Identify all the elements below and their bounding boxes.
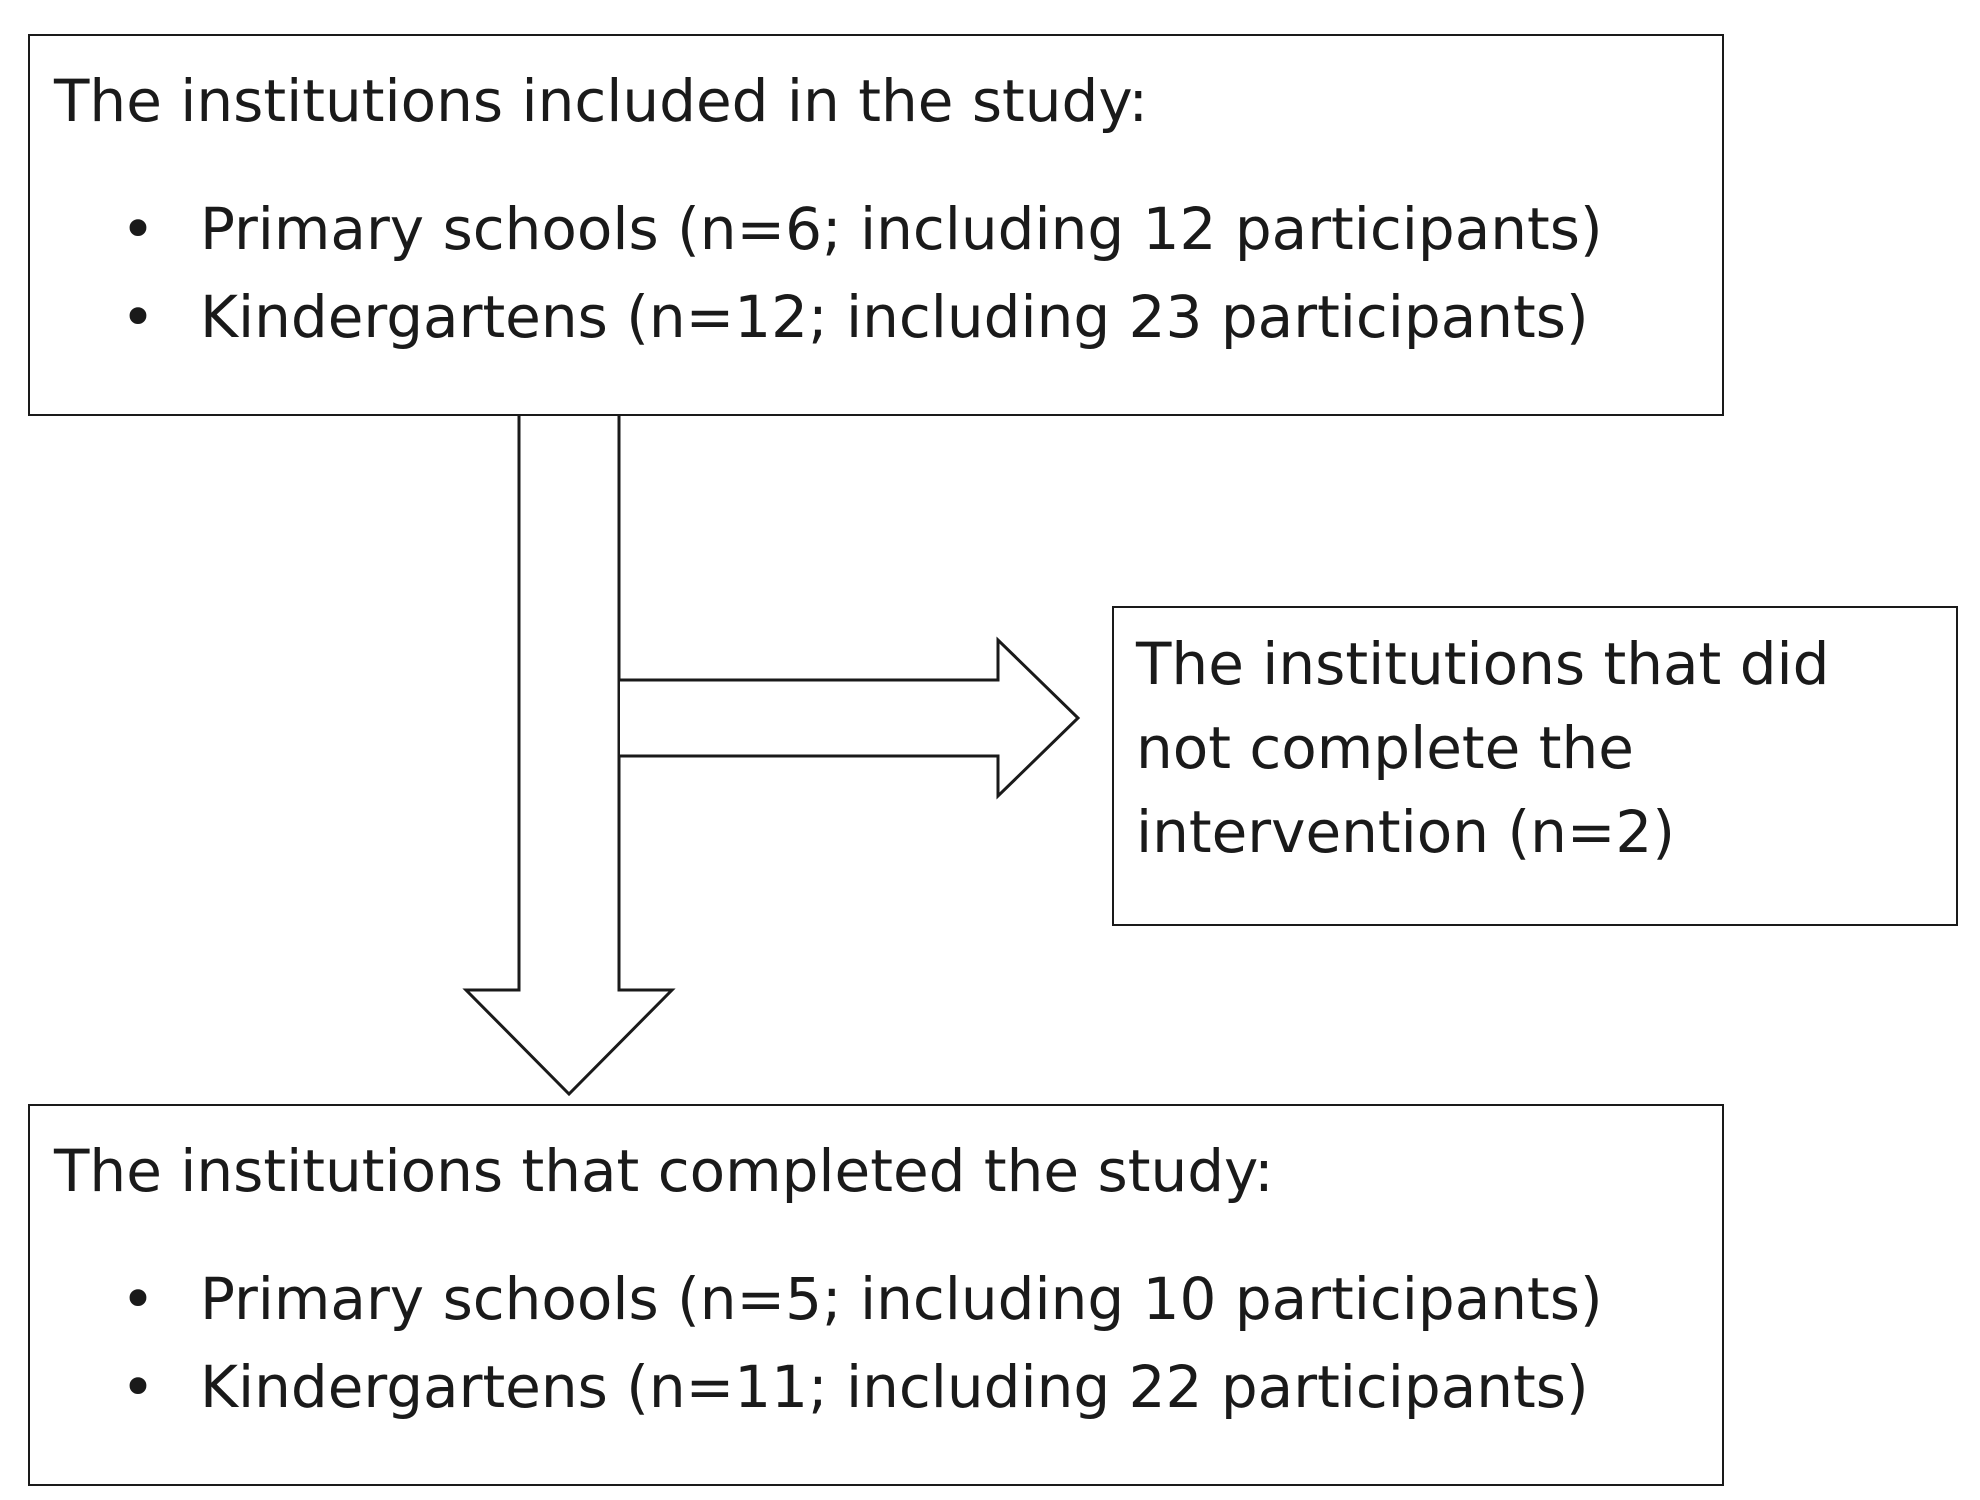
list-item-text: Kindergartens (n=12; including 23 partic… [200,283,1589,351]
not-completed-text: The institutions that did not complete t… [1136,630,1830,866]
bullet-icon: • [120,1353,156,1421]
completed-box-title: The institutions that completed the stud… [54,1137,1274,1205]
list-item-text: Primary schools (n=6; including 12 parti… [200,195,1603,263]
included-box-title: The institutions included in the study: [54,67,1149,135]
list-item-text: Kindergartens (n=11; including 22 partic… [200,1353,1589,1421]
bullet-icon: • [120,283,156,351]
not-completed-box: The institutions that did not complete t… [1112,606,1958,926]
right-arrow [620,636,1081,800]
down-arrow [462,412,676,1097]
list-item-text: Primary schools (n=5; including 10 parti… [200,1265,1603,1333]
completed-institutions-box: The institutions that completed the stud… [28,1104,1724,1486]
included-institutions-box: The institutions included in the study: … [28,34,1724,416]
bullet-icon: • [120,195,156,263]
bullet-icon: • [120,1265,156,1333]
